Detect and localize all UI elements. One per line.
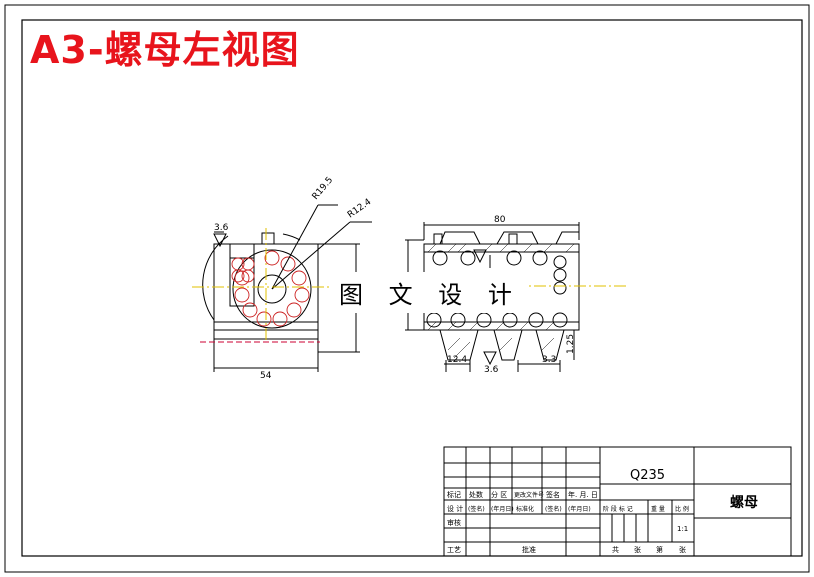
sheet-no-label: 第 xyxy=(656,546,663,554)
design-label: 设 计 xyxy=(447,505,464,513)
weight-label: 重 量 xyxy=(651,506,665,513)
left-dim-r2: R12.4 xyxy=(346,197,373,220)
scale-label: 比 例 xyxy=(675,506,689,513)
front-view-hatching xyxy=(427,243,575,359)
stage-mark-label: 阶 段 标 记 xyxy=(603,506,633,513)
design-date: (年月日) xyxy=(491,506,514,513)
material-label: Q235 xyxy=(630,468,666,483)
front-dim-length: 80 xyxy=(494,215,506,225)
review-label: 审核 xyxy=(447,519,461,527)
approve-label: 批准 xyxy=(522,546,536,554)
inner-frame xyxy=(21,19,803,557)
header-count: 处数 xyxy=(469,491,483,499)
design-sign: (签名) xyxy=(468,506,485,513)
outer-frame xyxy=(4,4,810,573)
sheet-total-label: 共 xyxy=(612,546,619,554)
left-dim-width: 54 xyxy=(260,371,272,381)
sheet-total-unit: 张 xyxy=(634,546,641,554)
standard-label: 标准化 xyxy=(516,506,535,513)
header-sign: 签名 xyxy=(546,491,560,499)
sheet-no-unit: 张 xyxy=(679,546,686,554)
left-dim-r1: R19.5 xyxy=(311,175,336,202)
header-zone: 分 区 xyxy=(491,491,508,499)
drawing-title: A3-螺母左视图 xyxy=(30,28,300,72)
standard-date: (年月日) xyxy=(568,506,591,513)
title-block xyxy=(443,446,792,557)
scale-value: 1:1 xyxy=(677,525,689,533)
header-mark: 标记 xyxy=(447,491,461,499)
part-name: 螺母 xyxy=(730,495,758,511)
front-dim-d1: 12.4 xyxy=(447,355,467,365)
header-date: 年. 月. 日 xyxy=(568,491,598,499)
header-change-doc: 更改文件号 xyxy=(514,492,545,499)
process-label: 工艺 xyxy=(447,546,461,554)
left-dim-r3: 3.6 xyxy=(214,223,229,233)
front-dim-d2: 3.6 xyxy=(484,365,499,375)
front-dim-height: 1.25 xyxy=(566,334,576,354)
watermark-text: 图 文 设 计 xyxy=(332,272,528,313)
front-dim-pitch: 3.3 xyxy=(542,355,556,365)
standard-sign: (签名) xyxy=(545,506,562,513)
